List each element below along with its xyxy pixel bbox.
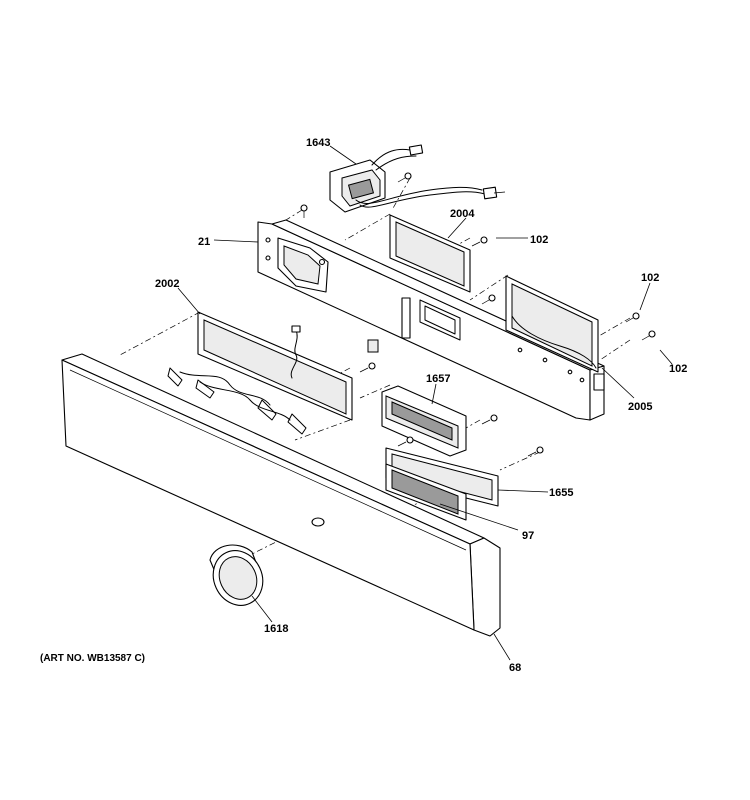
label-1655: 1655 <box>549 487 573 499</box>
board-2004 <box>389 214 488 293</box>
label-2004: 2004 <box>450 208 475 220</box>
label-102-a: 102 <box>530 234 548 246</box>
knob-1618 <box>209 544 264 606</box>
label-102-c: 102 <box>669 363 687 375</box>
board-2005 <box>481 275 656 391</box>
leader-lines <box>177 145 673 661</box>
label-2005: 2005 <box>628 401 652 413</box>
lens-1657 <box>381 385 498 457</box>
control-panel-68 <box>61 353 501 637</box>
screw-icon <box>527 446 544 457</box>
screw-icon <box>471 236 488 247</box>
callout-labels: 1643 2004 21 102 102 102 2002 2005 1657 … <box>40 137 687 674</box>
screw-icon <box>481 414 498 425</box>
screw-icon <box>625 312 640 323</box>
screw-icon <box>641 330 656 341</box>
label-21: 21 <box>198 236 210 248</box>
screw-icon <box>397 172 412 183</box>
label-102-b: 102 <box>641 272 659 284</box>
label-68: 68 <box>509 662 521 674</box>
art-number-note: (ART NO. WB13587 C) <box>40 653 145 664</box>
label-1643: 1643 <box>306 137 330 149</box>
screw-icon <box>359 362 376 373</box>
label-1657: 1657 <box>426 373 450 385</box>
board-2002 <box>167 311 376 435</box>
screw-icon <box>300 204 308 218</box>
screw-icon <box>397 436 414 447</box>
transformer-1643 <box>300 144 506 218</box>
label-1618: 1618 <box>264 623 288 635</box>
label-2002: 2002 <box>155 278 179 290</box>
label-97: 97 <box>522 530 534 542</box>
screw-icon <box>481 294 496 305</box>
